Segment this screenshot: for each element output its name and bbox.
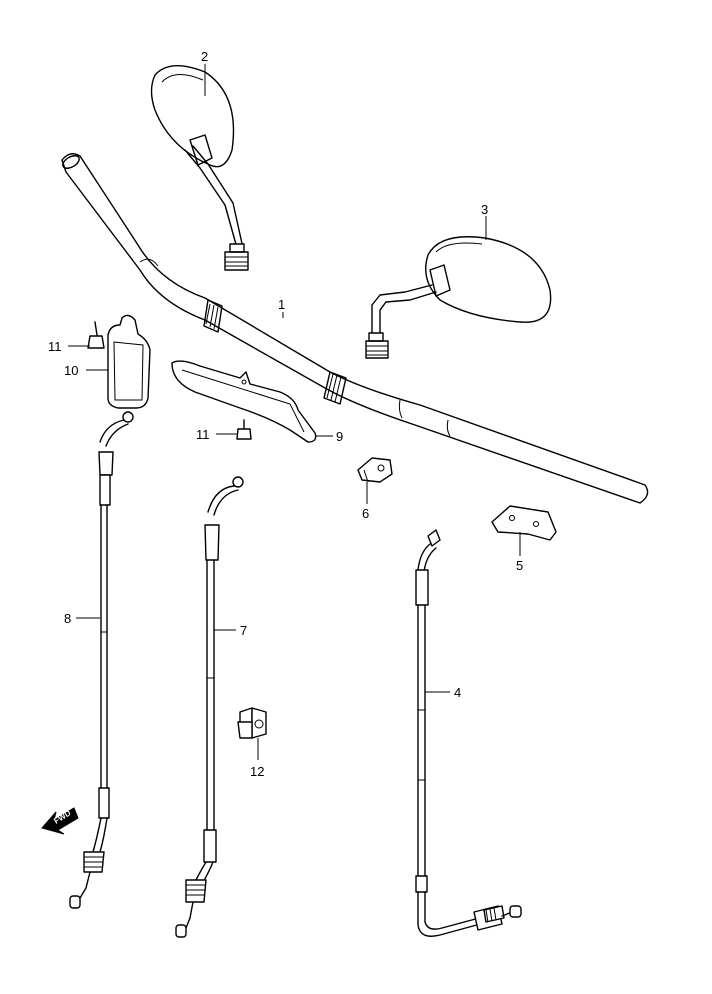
callout-mirror-left: 2	[201, 49, 208, 64]
callout-bracket: 5	[516, 558, 523, 573]
callout-bolt-a: 11	[48, 339, 62, 354]
callout-throttle-cable-return: 7	[240, 623, 247, 638]
callout-plate-long: 9	[336, 429, 343, 444]
plate-small	[107, 314, 151, 409]
callout-throttle-cable-pull: 8	[64, 611, 71, 626]
callout-mirror-right: 3	[481, 202, 488, 217]
direction-arrow-icon: FWD	[41, 807, 79, 835]
mirror-left	[150, 65, 249, 271]
grip-band-left	[203, 299, 223, 333]
handlebar	[61, 153, 649, 504]
grip-band-right	[323, 371, 347, 405]
throttle-cable-return	[175, 476, 244, 938]
clutch-cable	[415, 529, 522, 937]
callout-cable-holder: 12	[250, 764, 264, 779]
callout-handlebar: 1	[278, 297, 285, 312]
bolt-upper	[87, 321, 105, 349]
plate-long	[171, 360, 317, 443]
throttle-cable-pull	[69, 411, 134, 909]
callout-plate-small: 10	[64, 363, 78, 378]
cable-holder	[237, 707, 267, 739]
callout-bolt-b: 11	[196, 427, 210, 442]
bracket	[491, 505, 557, 541]
callout-clamp: 6	[362, 506, 369, 521]
clamp	[357, 457, 393, 483]
bolt-lower	[236, 419, 252, 440]
callout-clutch-cable: 4	[454, 685, 461, 700]
mirror-right	[365, 236, 552, 359]
